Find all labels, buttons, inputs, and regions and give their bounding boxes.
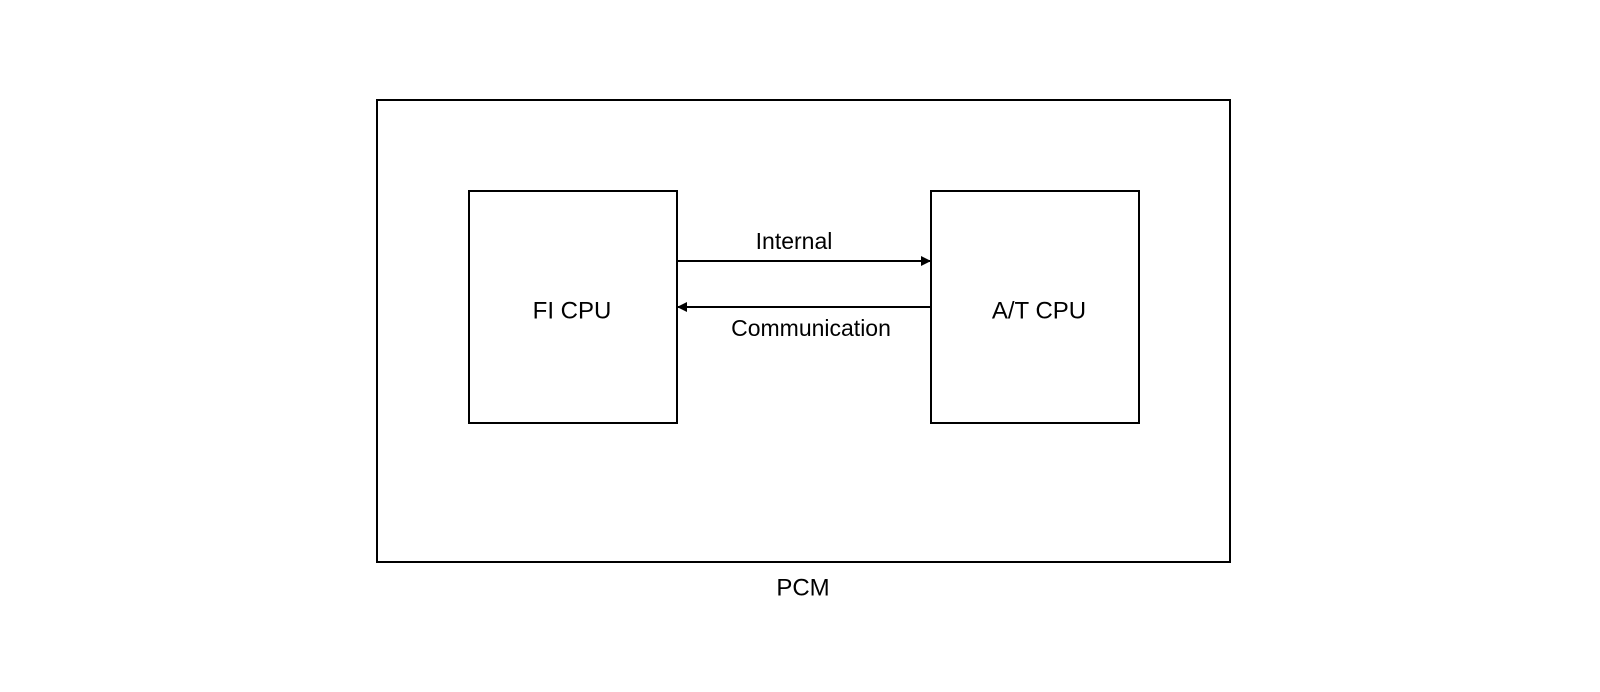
pcm-container-box <box>376 99 1231 563</box>
fi-cpu-label: FI CPU <box>533 297 612 324</box>
pcm-label: PCM <box>776 574 829 601</box>
at-cpu-label: A/T CPU <box>992 297 1086 324</box>
internal-label: Internal <box>756 228 833 254</box>
communication-label: Communication <box>731 315 891 341</box>
